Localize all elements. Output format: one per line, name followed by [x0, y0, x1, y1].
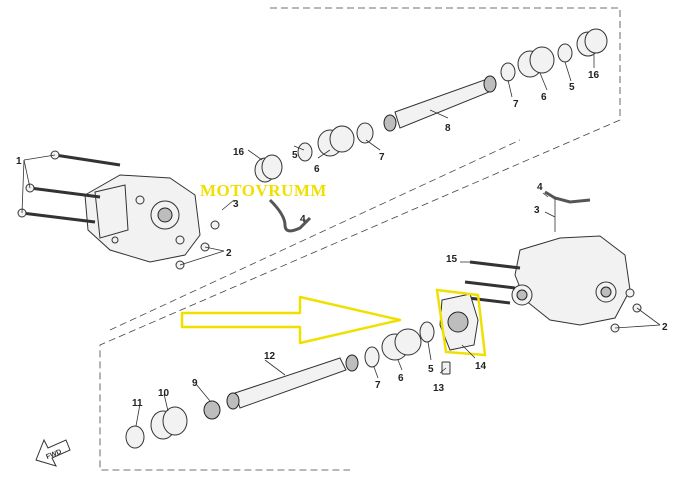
callout-13: 13	[433, 383, 445, 394]
callout-2-upper: 2	[226, 248, 232, 259]
callout-6-upper-left: 6	[314, 164, 320, 175]
highlight-annotation	[180, 288, 487, 357]
callout-14: 14	[475, 361, 487, 372]
highlight-box	[435, 288, 487, 357]
callout-6-lower: 6	[398, 373, 404, 384]
callout-15: 15	[446, 254, 458, 265]
callout-3-upper: 3	[233, 199, 239, 210]
breather-hose-right	[544, 190, 591, 204]
callout-labels: 1 2 2 3 3 4 4 5 5 5 6 6 6 7 7 7 8 9 10 1…	[16, 70, 668, 409]
callout-11: 11	[132, 398, 143, 409]
callout-6-upper-right: 6	[541, 92, 547, 103]
fwd-direction-arrow: FWD	[35, 438, 71, 467]
callout-7-upper-right: 7	[513, 99, 519, 110]
callout-2-right: 2	[662, 322, 668, 333]
callout-9: 9	[192, 378, 198, 389]
highlight-arrow	[180, 295, 402, 345]
callout-8: 8	[445, 123, 451, 134]
callout-5-lower: 5	[428, 364, 434, 375]
callout-12: 12	[264, 351, 276, 362]
callout-7-upper-left: 7	[379, 152, 385, 163]
callout-3-right: 3	[534, 205, 540, 216]
callout-10: 10	[158, 388, 170, 399]
callout-4-right: 4	[537, 182, 543, 193]
dashed-frame	[99, 7, 621, 471]
callout-7-lower: 7	[375, 380, 381, 391]
callout-16-right: 16	[588, 70, 600, 81]
callout-5-upper-right: 5	[569, 82, 575, 93]
callout-4-upper: 4	[300, 214, 306, 225]
leader-lines	[21, 55, 661, 427]
rear-differential	[511, 235, 642, 333]
breather-hose-upper	[268, 198, 312, 233]
lower-shaft-assembly	[125, 293, 479, 449]
callout-1: 1	[16, 156, 22, 167]
upper-shaft-assembly	[254, 28, 608, 183]
callout-5-upper-left: 5	[292, 150, 298, 161]
front-gear-case	[84, 174, 201, 263]
callout-16-left: 16	[233, 147, 245, 158]
watermark-text: MOTOVRUMM	[200, 181, 327, 200]
